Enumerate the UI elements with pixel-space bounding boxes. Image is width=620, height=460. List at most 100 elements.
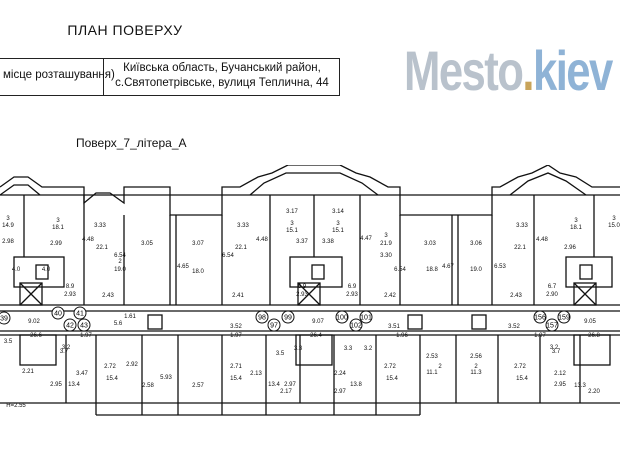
room-label: 3.30 (380, 253, 392, 259)
room-label: 4.48 (82, 237, 94, 243)
room-label: 15.1 (332, 228, 344, 234)
room-label: 2.43 (102, 293, 114, 299)
apartment-marker-circle (557, 310, 571, 324)
room-labels: 314.92.98318.12.993.3322.14.483.056.5421… (2, 209, 620, 409)
room-label: 2.43 (510, 293, 522, 299)
apartment-marker: 43 (77, 318, 91, 332)
apartment-marker-circle (281, 310, 295, 324)
room-label: 15.1 (286, 228, 298, 234)
room-label: 8.9 (66, 284, 75, 290)
room-label: 2.17 (280, 389, 292, 395)
address-line-2: с.Святопетрівське, вулиця Теплична, 44 (115, 77, 329, 89)
room-label: 18.1 (52, 225, 64, 231)
room-label: 5.93 (160, 375, 172, 381)
room-label: 2.58 (142, 383, 154, 389)
room-label: 1.97 (534, 333, 546, 339)
room-label: 3.2 (550, 345, 559, 351)
room-label: 3.17 (286, 209, 298, 215)
room-label: 3.07 (192, 241, 204, 247)
room-label: 6.53 (494, 264, 506, 270)
room-label: 3.7 (60, 349, 69, 355)
apartment-marker: 98 (255, 310, 269, 324)
room-label: 5.6 (114, 321, 123, 327)
apartment-marker: 102 (349, 318, 363, 332)
room-label: 3.5 (4, 339, 13, 345)
room-label: 22.1 (235, 245, 247, 251)
room-label: 3.52 (230, 324, 242, 330)
apartment-marker-circle (51, 306, 65, 320)
apartment-marker: 101 (359, 310, 373, 324)
watermark-dot: . (522, 39, 534, 102)
room-label: 13.8 (350, 382, 362, 388)
room-label: 13.3 (574, 383, 586, 389)
room-label: 2.72 (514, 364, 526, 370)
room-label: 21.9 (380, 241, 392, 247)
apartment-number: 98 (258, 315, 266, 322)
address-label: місце розташування) (3, 69, 115, 81)
room-label: 1.97 (230, 333, 242, 339)
room-label: 6.54 (222, 253, 234, 259)
room-label: 2.95 (554, 382, 566, 388)
room-label: 2.92 (126, 362, 138, 368)
apartment-marker-circle (359, 310, 373, 324)
room-label: 4.0 (12, 267, 21, 273)
room-label: 19.0 (114, 267, 126, 273)
room-label: 3.33 (516, 223, 528, 229)
room-label: 26.4 (310, 333, 322, 339)
room-label: 2.57 (192, 383, 204, 389)
apartment-marker: 157 (545, 318, 559, 332)
apartment-marker-circle (545, 318, 559, 332)
room-label: 18.0 (192, 269, 204, 275)
room-label: 9.07 (312, 319, 324, 325)
room-label: 2.98 (2, 239, 14, 245)
apartment-number: 97 (270, 323, 278, 330)
apartment-number: 43 (80, 323, 88, 330)
room-label: 2.12 (554, 371, 566, 377)
apartment-marker: 97 (267, 318, 281, 332)
plan-walls (0, 165, 620, 416)
room-label: 14.9 (2, 223, 14, 229)
apartment-marker-circle (0, 311, 11, 325)
apartment-marker: 40 (51, 306, 65, 320)
room-label: 4.48 (536, 237, 548, 243)
watermark-suffix: kiev (532, 39, 613, 102)
room-label: 2 (118, 259, 122, 265)
apartment-marker-circle (73, 306, 87, 320)
room-label: 2.93 (346, 292, 358, 298)
room-label: 1.96 (396, 333, 408, 339)
room-label: 22.1 (514, 245, 526, 251)
room-label: H=2.55 (6, 403, 26, 409)
room-label: 3.52 (508, 324, 520, 330)
room-label: 2.41 (232, 293, 244, 299)
room-label: 3 (574, 218, 578, 224)
room-label: 3.37 (296, 239, 308, 245)
room-label: 2.93 (296, 292, 308, 298)
room-label: 15.4 (516, 376, 528, 382)
room-label: 18.8 (426, 267, 438, 273)
apartment-marker: 39 (0, 311, 11, 325)
room-label: 15.4 (230, 376, 242, 382)
watermark-main: Mesto (404, 39, 524, 102)
apartment-marker: 42 (63, 318, 77, 332)
apartment-marker: 99 (281, 310, 295, 324)
apartment-marker: 100 (335, 310, 349, 324)
room-label: 3 (336, 221, 340, 227)
apartment-marker: 41 (73, 306, 87, 320)
apartment-marker-circle (349, 318, 363, 332)
room-label: 2.90 (546, 292, 558, 298)
apartment-number: 99 (284, 315, 292, 322)
room-label: 2.13 (250, 371, 262, 377)
room-label: 3.33 (94, 223, 106, 229)
room-label: 6.54 (114, 253, 126, 259)
room-label: 26.6 (30, 333, 42, 339)
room-label: 3 (56, 218, 60, 224)
room-label: 2 (438, 364, 442, 370)
room-label: 11.3 (470, 370, 482, 376)
room-label: 2.71 (230, 364, 242, 370)
address-line-1: Київська область, Бучанський район, (123, 62, 321, 74)
room-label: 13.4 (268, 382, 280, 388)
room-label: 2.97 (334, 389, 346, 395)
room-label: 3.2 (364, 346, 373, 352)
room-label: 26.8 (588, 333, 600, 339)
